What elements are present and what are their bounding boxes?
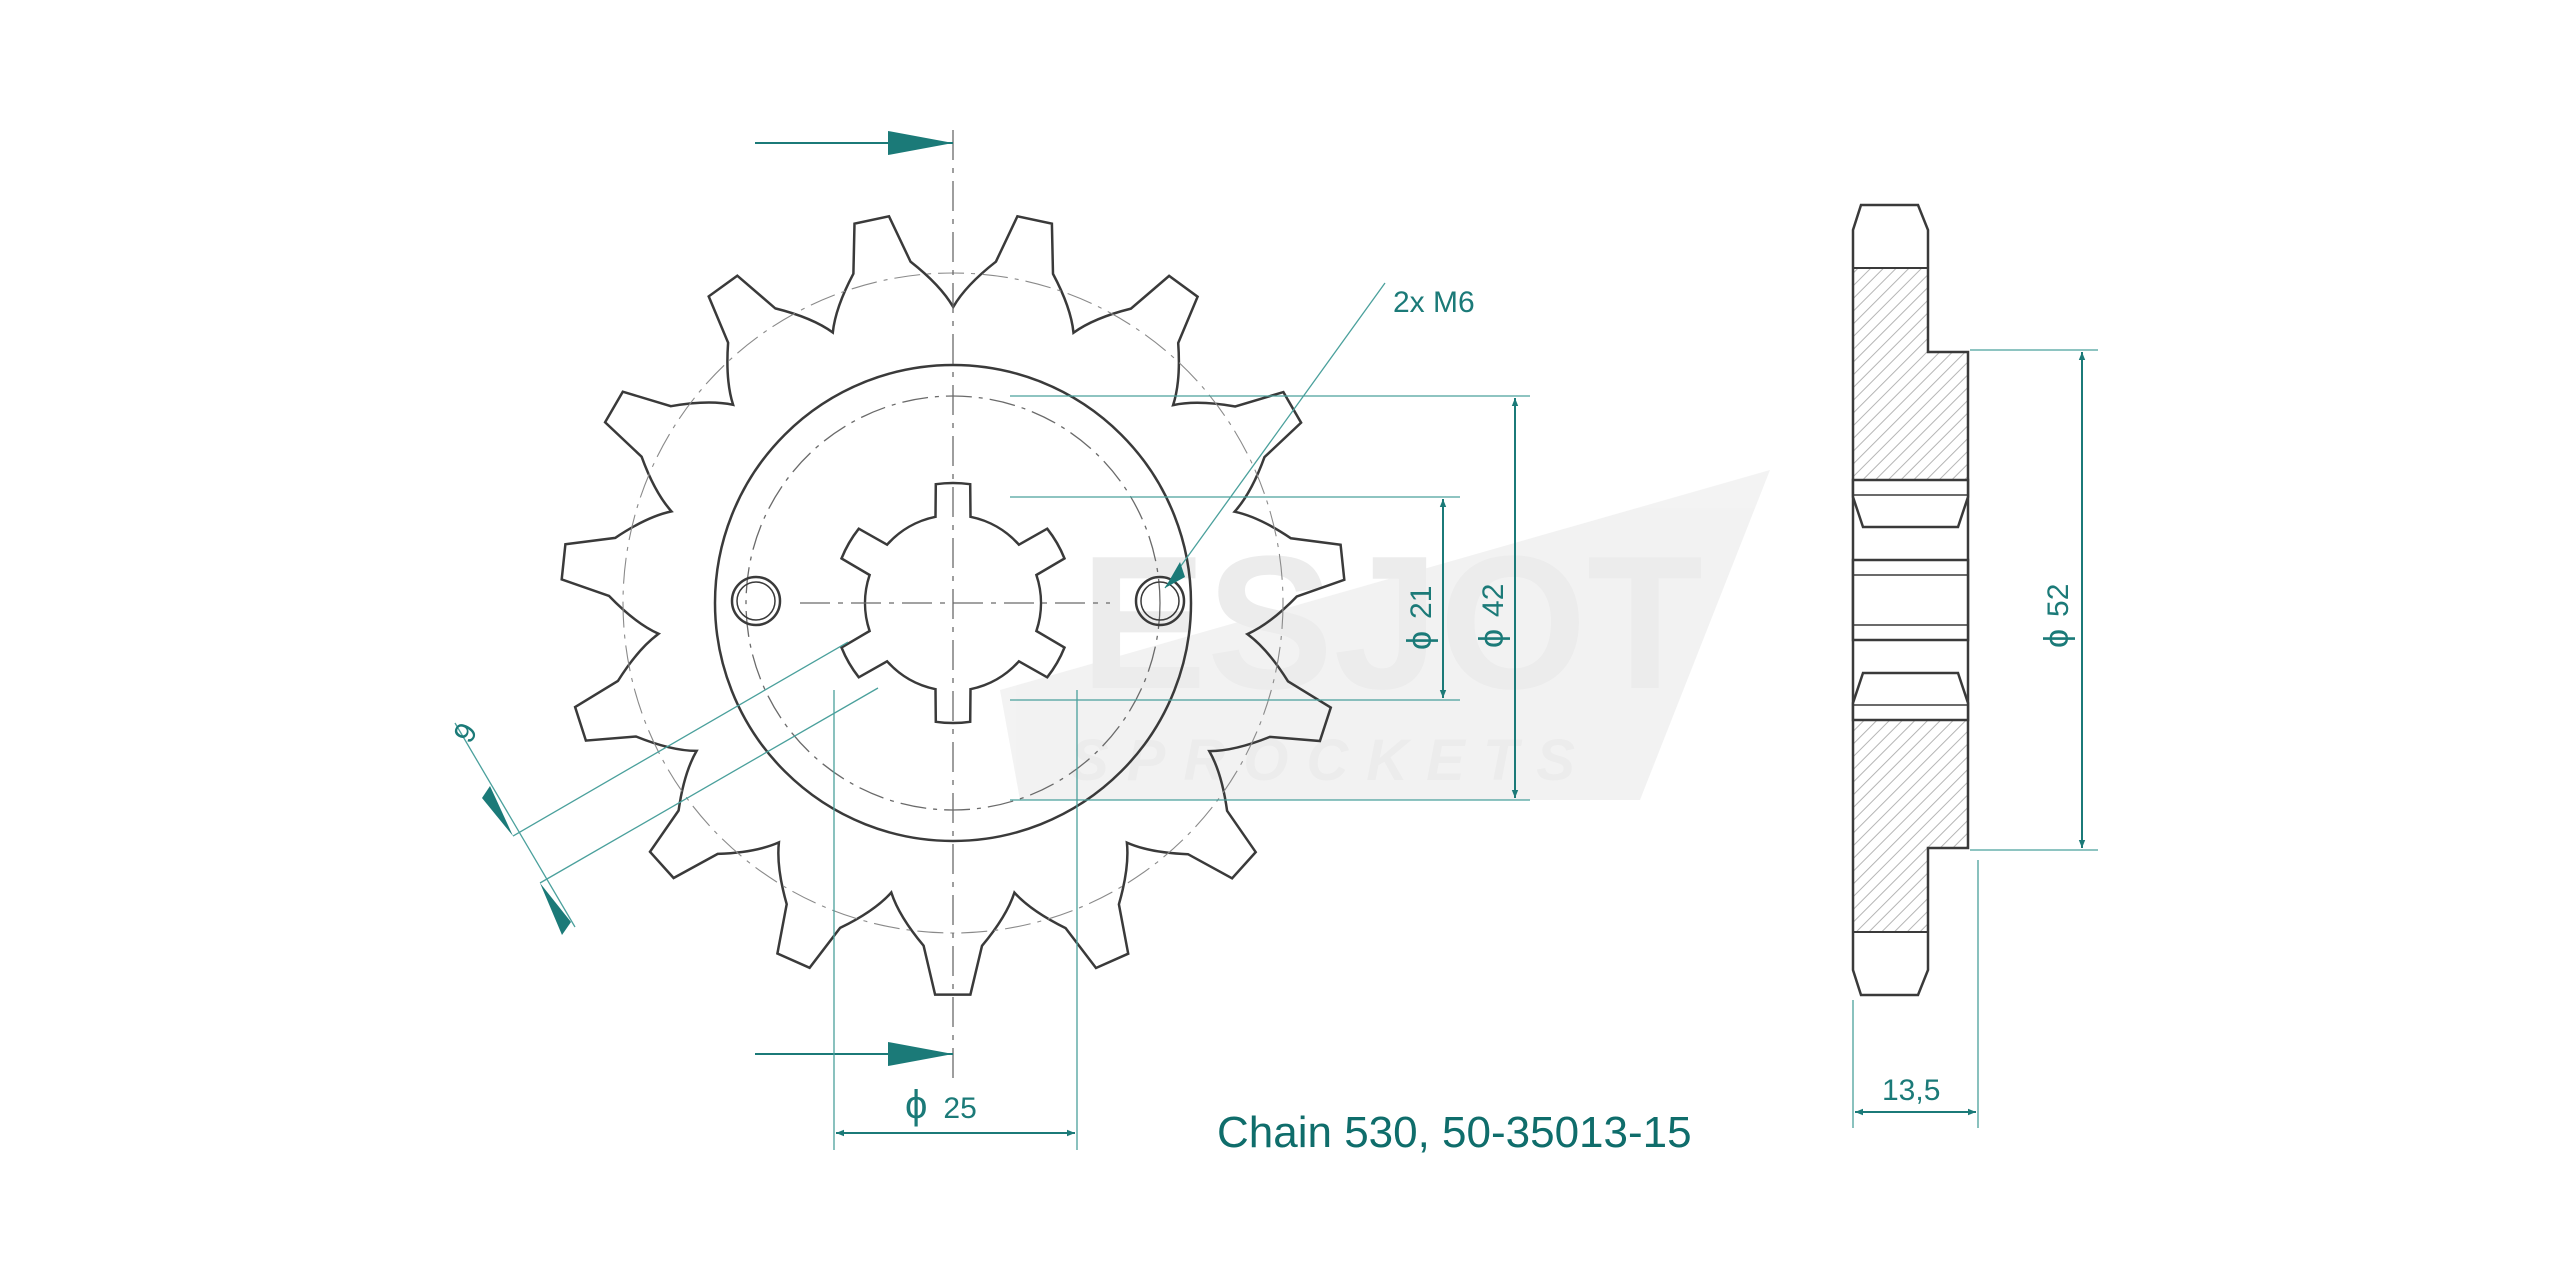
dim-13-5-value: 13,5 <box>1882 1074 1940 1107</box>
dim-21: ϕ 21 <box>1401 499 1447 698</box>
side-section-hatch <box>1853 268 1968 932</box>
dim-52-symbol: ϕ <box>2038 629 2076 648</box>
dim-9: 9 <box>447 718 576 935</box>
svg-text:ϕ25: ϕ 25 <box>905 1083 977 1127</box>
dim-42: ϕ 42 <box>1473 398 1519 798</box>
dim-52-value: 52 <box>2042 584 2075 617</box>
hole-callout-text: 2x M6 <box>1393 286 1475 319</box>
sprocket-front-view <box>560 130 1346 1080</box>
hole-callout: 2x M6 <box>1165 286 1475 588</box>
side-outline <box>1851 203 1970 997</box>
sprocket-side-view <box>1851 203 1970 997</box>
mounting-hole-left <box>730 575 782 627</box>
dim-42-symbol: ϕ <box>1473 629 1511 648</box>
dim-21-value: 21 <box>1405 586 1438 619</box>
svg-text:ϕ21: ϕ 21 <box>1401 586 1439 650</box>
spline-bore <box>839 481 1067 725</box>
dim-25-value: 25 <box>943 1092 976 1125</box>
dimension-lines <box>512 282 1530 1150</box>
dim-25-symbol: ϕ <box>905 1083 927 1127</box>
dim-9-value: 9 <box>447 718 484 749</box>
svg-text:ϕ42: ϕ 42 <box>1473 584 1511 648</box>
watermark-sub: SPROCKETS <box>1070 728 1593 793</box>
dim-42-value: 42 <box>1477 584 1510 617</box>
hub-circle <box>713 363 1193 843</box>
watermark-brand: ESJOT <box>1080 517 1703 729</box>
dim-52: ϕ 52 <box>1970 349 2098 851</box>
mounting-hole-right <box>1134 575 1186 627</box>
part-caption: Chain 530, 50-35013-15 <box>1217 1108 1692 1157</box>
watermark: ESJOT SPROCKETS <box>1000 470 1770 800</box>
svg-text:ϕ52: ϕ 52 <box>2038 584 2076 648</box>
dim-25: ϕ 25 <box>836 1083 1075 1137</box>
dim-13-5: 13,5 <box>1852 860 1979 1128</box>
sprocket-outline <box>560 214 1346 996</box>
dim-21-symbol: ϕ <box>1401 631 1439 650</box>
side-keyways <box>1851 478 1970 722</box>
section-arrows <box>755 131 953 1066</box>
